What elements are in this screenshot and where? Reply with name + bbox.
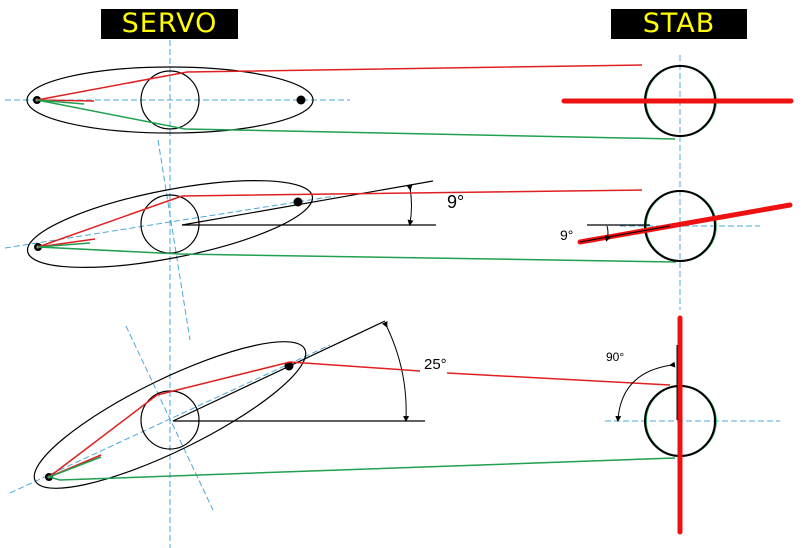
row3-servo-ref-rotated [172,320,386,422]
row1-servo-hub [140,70,200,130]
row1-servo-ball-link [296,95,306,105]
row-1 [5,40,794,548]
row-2: 9° 9° [4,139,793,341]
row3-servo-angle-label: 25° [424,356,447,373]
row1-green-wire [36,99,676,140]
row1-servo-arm-ellipse [26,66,314,134]
row3-servo-arm-ellipse [33,341,307,489]
row3-red-wire [48,361,421,478]
row2-servo-v-centerline [157,139,191,341]
stab-title: STAB [642,8,716,39]
row3-servo-v-centerline [125,325,214,511]
row2-stab-angle-label: 9° [560,227,573,243]
row3-servo-angle-arc [381,320,410,422]
row2-stab-drum [644,190,716,262]
row2-servo-angle-arc [406,184,414,226]
row2-red-wire [37,189,643,248]
row3-stab-angle-arc [615,361,676,422]
row2-stab-angle-arc [605,225,611,242]
row3-stab-angle-label: 90° [606,350,624,364]
row2-servo-ref-rotated [181,180,434,226]
row2-servo-angle-label: 9° [447,192,464,212]
row2-servo-arm-ellipse [26,180,314,268]
row2-stab-bar-outline [579,225,671,243]
servo-title-box: SERVO [101,9,238,39]
stab-title-box: STAB [611,9,747,39]
row3-servo-hub [140,390,200,450]
servo-title: SERVO [121,8,218,39]
row-3: 25° 90° [9,315,780,535]
row3-green-wire [46,456,676,481]
row1-red-wire [36,64,643,102]
row2-green-wire [37,242,677,263]
